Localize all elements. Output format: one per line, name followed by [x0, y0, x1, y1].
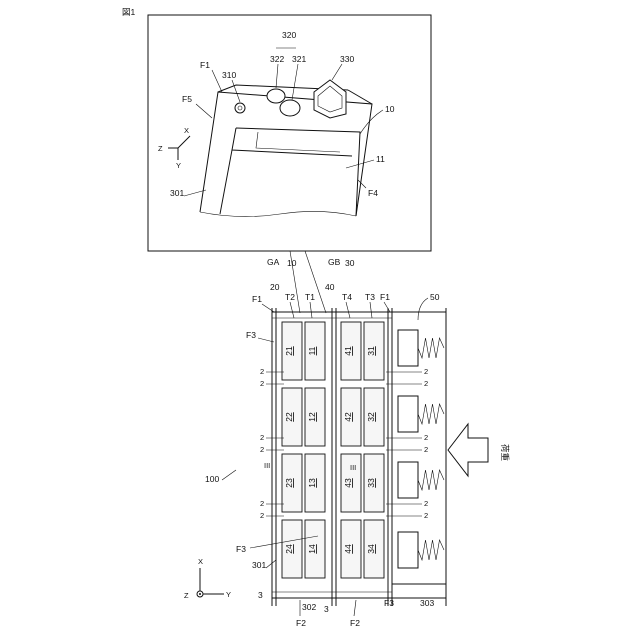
label-F2-right: F2: [350, 618, 360, 628]
inset-axis-y: Y: [176, 161, 181, 170]
cell-label-43: 43: [343, 478, 353, 488]
cell-label-32: 32: [366, 412, 376, 422]
label-10: 10: [287, 258, 297, 268]
inset-label-301: 301: [170, 188, 184, 198]
label-50: 50: [430, 292, 440, 302]
label-100: 100: [205, 474, 219, 484]
cell-label-13: 13: [307, 478, 317, 488]
cell-label-33: 33: [366, 478, 376, 488]
label-GA: GA: [267, 257, 280, 267]
spacer-label: 2: [260, 367, 264, 376]
spacer-label: 2: [424, 445, 428, 454]
cell-label-44: 44: [343, 544, 353, 554]
spacer-label: 2: [260, 499, 264, 508]
spacer-label: 2: [424, 499, 428, 508]
cell-label-31: 31: [366, 346, 376, 356]
cell-label-11: 11: [307, 346, 317, 355]
main-axis-y: Y: [226, 590, 231, 599]
label-F1-left: F1: [252, 294, 262, 304]
section-mark-right: III: [350, 463, 356, 472]
label-F3-top: F3: [246, 330, 256, 340]
label-30: 30: [345, 258, 355, 268]
label-F3-br: F3: [384, 598, 394, 608]
label-T4: T4: [342, 292, 352, 302]
spring: [418, 470, 444, 490]
main-axis-z: Z: [184, 591, 189, 600]
inset-label-310: 310: [222, 70, 236, 80]
figure-title: 図1: [122, 7, 136, 17]
label-303: 303: [420, 598, 434, 608]
load-arrow: 荷重: [448, 424, 510, 476]
inset-label-F5: F5: [182, 94, 192, 104]
main-axis-x: X: [198, 557, 203, 566]
spacer-label: 2: [424, 379, 428, 388]
inset-label-320: 320: [282, 30, 296, 40]
cell-label-12: 12: [307, 412, 317, 422]
cell-label-23: 23: [284, 478, 294, 488]
label-T1: T1: [305, 292, 315, 302]
label-F1-right: F1: [380, 292, 390, 302]
inset-label-10: 10: [385, 104, 395, 114]
cell-label-14: 14: [307, 544, 317, 554]
label-T3: T3: [365, 292, 375, 302]
pressure-block: [398, 462, 418, 498]
battery-cut-line: [200, 211, 356, 216]
vent-310: [235, 103, 245, 113]
spacer-label: 2: [260, 379, 264, 388]
spring: [418, 338, 444, 358]
inset-label-322: 322: [270, 54, 284, 64]
inset-axes: X Y Z: [158, 126, 190, 170]
inset-axis-z: Z: [158, 144, 163, 153]
pressure-block: [398, 396, 418, 432]
label-GB: GB: [328, 257, 341, 267]
cell-label-21: 21: [284, 346, 294, 356]
inset-label-321: 321: [292, 54, 306, 64]
pressure-block: [398, 330, 418, 366]
spacer-label: 2: [260, 433, 264, 442]
cell-label-42: 42: [343, 412, 353, 422]
leader-gb: [305, 251, 326, 313]
label-20: 20: [270, 282, 280, 292]
section-mark-left: III: [264, 461, 270, 470]
cell-label-24: 24: [284, 544, 294, 554]
label-301: 301: [252, 560, 266, 570]
label-302: 302: [302, 602, 316, 612]
battery-top-face: [236, 128, 360, 216]
label-T2: T2: [285, 292, 295, 302]
spring: [418, 540, 444, 560]
inset-label-F4: F4: [368, 188, 378, 198]
cell-label-22: 22: [284, 412, 294, 422]
inset-label-F1: F1: [200, 60, 210, 70]
spacer-label: 2: [260, 445, 264, 454]
inset-label-11: 11: [376, 154, 385, 164]
label-F2-left: F2: [296, 618, 306, 628]
spring: [418, 404, 444, 424]
spacer-label: 2: [260, 511, 264, 520]
spacer-label: 2: [424, 367, 428, 376]
cell-label-34: 34: [366, 544, 376, 554]
inset-axis-x: X: [184, 126, 189, 135]
terminal-322: [267, 89, 285, 103]
inset-battery: [200, 80, 372, 217]
load-label: 荷重: [500, 444, 510, 462]
label-3-left: 3: [258, 590, 263, 600]
spacer-label: 2: [424, 433, 428, 442]
spring-units: [398, 330, 444, 568]
inset-label-330: 330: [340, 54, 354, 64]
cell-label-41: 41: [343, 346, 353, 356]
inset-frame: [148, 15, 431, 251]
spacer-label: 2: [424, 511, 428, 520]
terminal-321: [280, 100, 300, 116]
label-3-right: 3: [324, 604, 329, 614]
pressure-block: [398, 532, 418, 568]
label-40: 40: [325, 282, 335, 292]
label-F3-bottom: F3: [236, 544, 246, 554]
main-axes: X Y Z: [184, 557, 231, 600]
